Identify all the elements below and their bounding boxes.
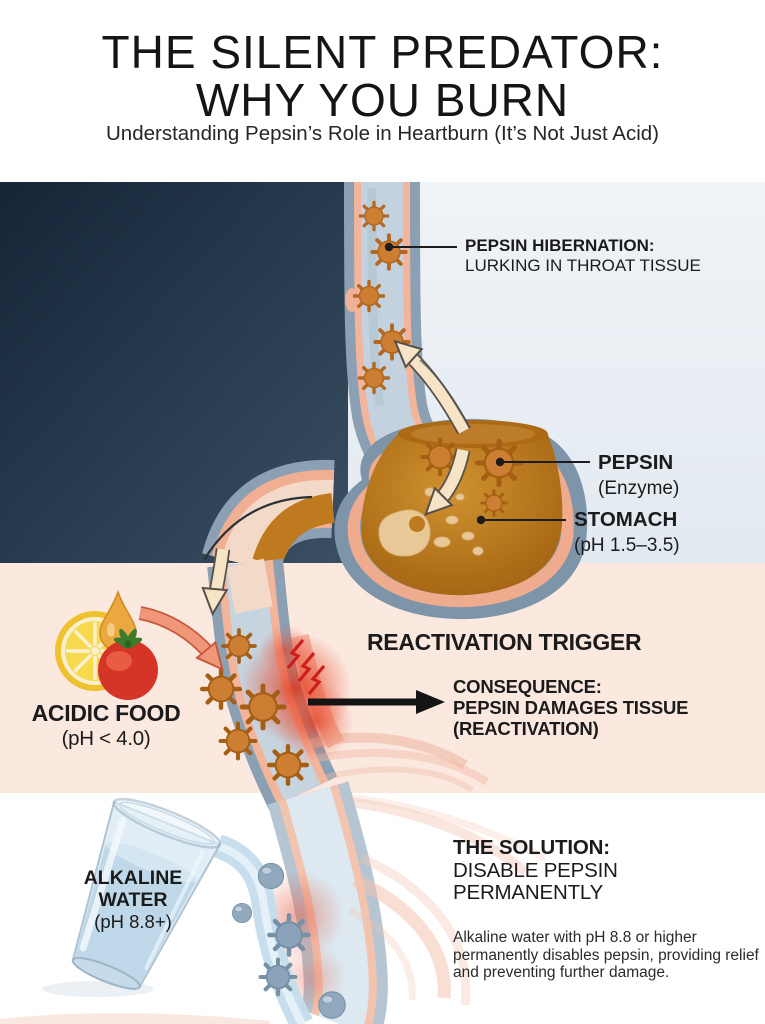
alkaline-water-line2: WATER — [98, 888, 168, 911]
tomato-icon — [98, 628, 158, 700]
neutralized-pepsin-icon — [318, 991, 346, 1019]
pepsin-label: PEPSIN (Enzyme) — [598, 450, 679, 502]
water-glass-icon — [42, 797, 222, 997]
page-subtitle: Understanding Pepsin’s Role in Heartburn… — [105, 122, 660, 145]
reactivation-trigger-label: REACTIVATION TRIGGER — [367, 629, 642, 655]
pepsin-ball-icon — [202, 670, 240, 708]
inflamed-esophagus-illustration — [138, 548, 490, 810]
hibernation-label-line2: LURKING IN THROAT TISSUE — [465, 256, 701, 275]
leader-lines — [384, 242, 590, 525]
stomach-label-main: STOMACH — [574, 508, 678, 531]
alkaline-water-line1: ALKALINE — [83, 867, 183, 889]
neutralized-pepsin-icon — [257, 862, 285, 890]
pepsin-label-sub: (Enzyme) — [598, 478, 680, 499]
neutralized-pepsin-icon — [269, 915, 308, 954]
healing-esophagus-illustration — [213, 781, 547, 1024]
solution-line2: DISABLE PEPSIN — [453, 858, 618, 882]
consequence-line2: PEPSIN DAMAGES TISSUE — [453, 697, 689, 718]
consequence-line1: CONSEQUENCE: — [453, 676, 602, 697]
pepsin-ball-icon — [480, 489, 508, 517]
consequence-label: CONSEQUENCE: PEPSIN DAMAGES TISSUE (REAC… — [453, 676, 689, 739]
neutralized-pepsin-icon — [231, 903, 253, 923]
solution-line3: PERMANENTLY — [453, 881, 604, 904]
solution-line1: THE SOLUTION: — [453, 836, 610, 859]
page-title: THE SILENT PREDATOR: WHY YOU BURN — [0, 28, 765, 124]
acidic-food-label: ACIDIC FOOD (pH < 4.0) — [16, 700, 196, 752]
title-line2: WHY YOU BURN — [195, 74, 570, 126]
alkaline-water-label: ALKALINE WATER (pH 8.8+) — [58, 867, 208, 933]
pepsin-ball-icon — [357, 361, 391, 395]
header-panel — [0, 0, 765, 182]
stomach-illustration — [334, 339, 588, 620]
pepsin-ball-icon — [269, 746, 307, 784]
pepsin-ball-icon — [358, 200, 390, 232]
acidic-food-label-main: ACIDIC FOOD — [31, 700, 181, 726]
gastric-outlet-illustration — [202, 459, 336, 575]
reflux-arrow-icon — [393, 339, 471, 435]
churn-arrow-icon — [424, 448, 471, 516]
solution-heading: THE SOLUTION: DISABLE PEPSIN PERMANENTLY — [453, 836, 618, 905]
solution-body-text: Alkaline water with pH 8.8 or higher per… — [453, 929, 759, 981]
bottom-accent — [0, 1013, 270, 1024]
lightning-icon — [286, 638, 326, 696]
hibernation-label: PEPSIN HIBERNATION: LURKING IN THROAT TI… — [465, 236, 701, 276]
stomach-label-sub: (pH 1.5–3.5) — [574, 535, 680, 556]
acid-arrow-icon — [138, 606, 224, 672]
acidic-food-label-sub: (pH < 4.0) — [61, 727, 151, 750]
hibernation-label-line1: PEPSIN HIBERNATION: — [465, 236, 655, 255]
pepsin-ball-icon — [370, 233, 408, 271]
acidic-food-illustration — [55, 589, 158, 700]
water-stream — [213, 834, 313, 1024]
consequence-line3: (REACTIVATION) — [453, 718, 599, 739]
title-line1: THE SILENT PREDATOR: — [101, 26, 664, 78]
neutralized-pepsin-icon — [261, 960, 296, 995]
pepsin-ball-icon — [221, 628, 257, 664]
pepsin-ball-icon — [352, 279, 386, 313]
pepsin-ball-icon — [242, 686, 284, 728]
pepsin-label-main: PEPSIN — [598, 451, 674, 474]
pepsin-ball-icon — [221, 724, 256, 759]
swallow-arrow-icon — [201, 548, 231, 617]
consequence-arrow-icon — [308, 690, 445, 714]
stomach-label: STOMACH (pH 1.5–3.5) — [574, 507, 680, 559]
alkaline-water-line3: (pH 8.8+) — [94, 911, 172, 932]
